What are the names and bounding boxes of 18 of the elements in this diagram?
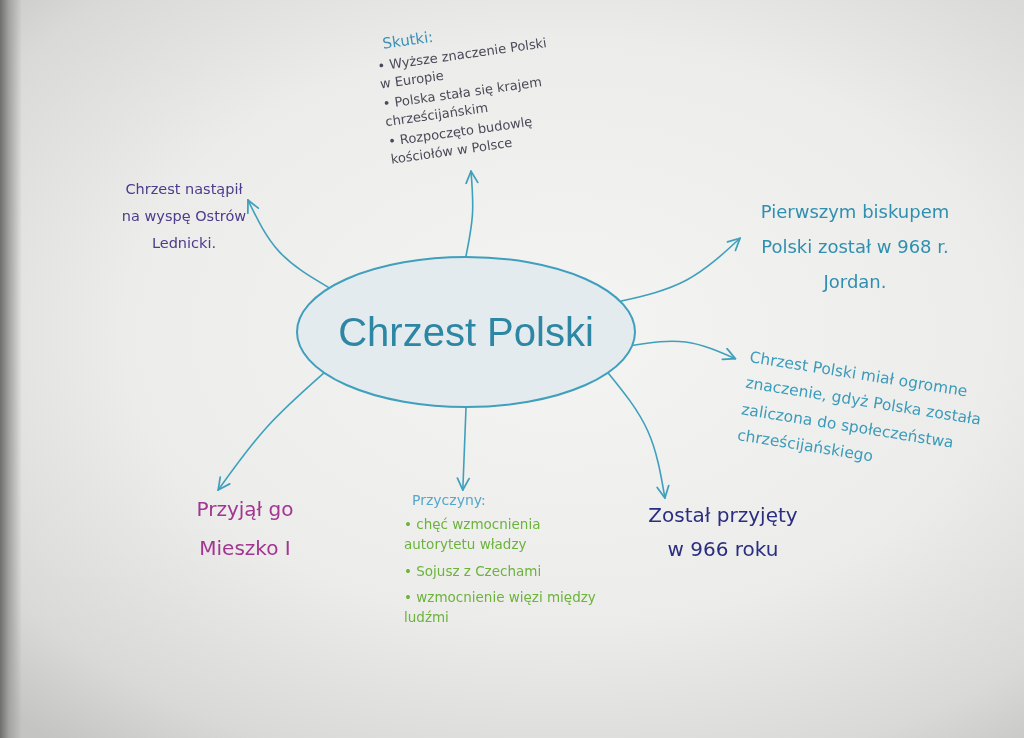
arrow [246, 199, 330, 289]
topic-title: Chrzest Polski [338, 310, 594, 354]
arrow [620, 237, 741, 302]
note-text: Został przyjęty w 966 roku [640, 498, 806, 566]
note-text: Przyjął go Mieszko I [178, 490, 312, 568]
arrow [217, 372, 325, 491]
arrow [632, 340, 737, 361]
bullet-item: • chęć wzmocnienia autorytetu władzy [404, 515, 542, 555]
note-text: Chrzest nastąpił na wyspę Ostrów Lednicki. [120, 176, 248, 257]
bullet-item: • Sojusz z Czechami [404, 561, 543, 581]
arrow [456, 407, 470, 491]
list-heading: Skutki: [380, 26, 436, 55]
bullet-item: • wzmocnienie więzi między ludźmi [404, 587, 597, 627]
arrow [465, 170, 479, 257]
topic-ellipse [296, 256, 636, 408]
arrow [607, 372, 670, 499]
note-text: Pierwszym biskupem Polski został w 968 r. Jordan. [740, 194, 970, 300]
list-heading: Przyczyny: [411, 491, 487, 510]
